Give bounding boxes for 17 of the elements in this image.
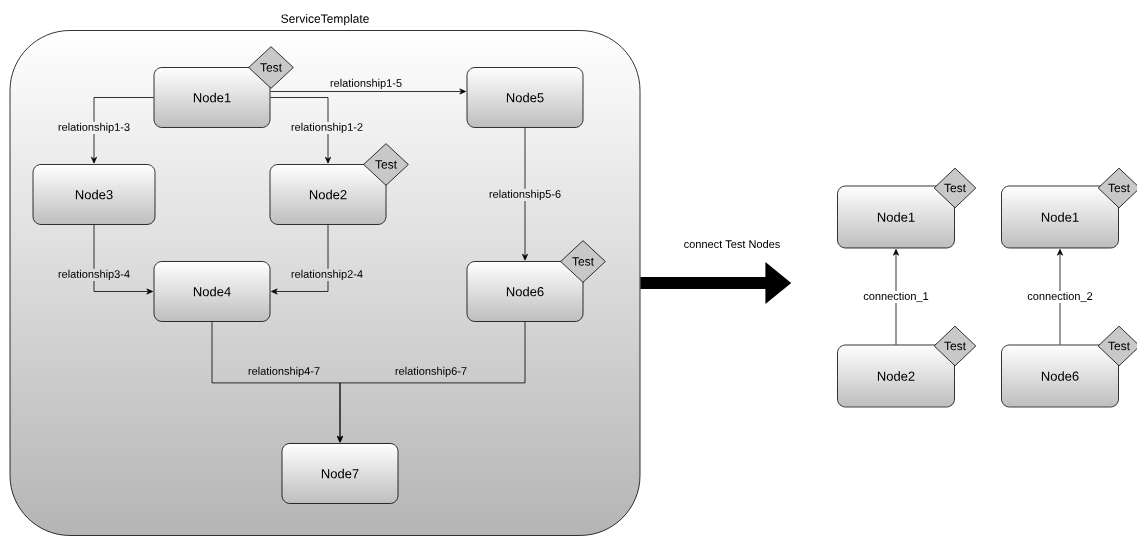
edge-label: connect Test Nodes	[682, 238, 782, 250]
edge-label: connection_1	[862, 290, 930, 304]
node-box: Node3	[32, 164, 156, 225]
node-box: Node7	[281, 443, 399, 504]
node-box: Node4	[153, 261, 271, 322]
arrow	[1057, 249, 1063, 345]
edge-label: connection_2	[1026, 290, 1094, 304]
arrow	[893, 249, 899, 345]
arrow	[337, 321, 526, 443]
arrow	[91, 97, 154, 164]
arrow	[271, 224, 329, 295]
arrow	[522, 127, 528, 261]
node-box: Node5	[466, 67, 584, 128]
arrow	[270, 88, 466, 95]
arrow	[93, 224, 153, 295]
arrow	[270, 97, 331, 164]
node-label: ServiceTemplate	[281, 14, 369, 26]
